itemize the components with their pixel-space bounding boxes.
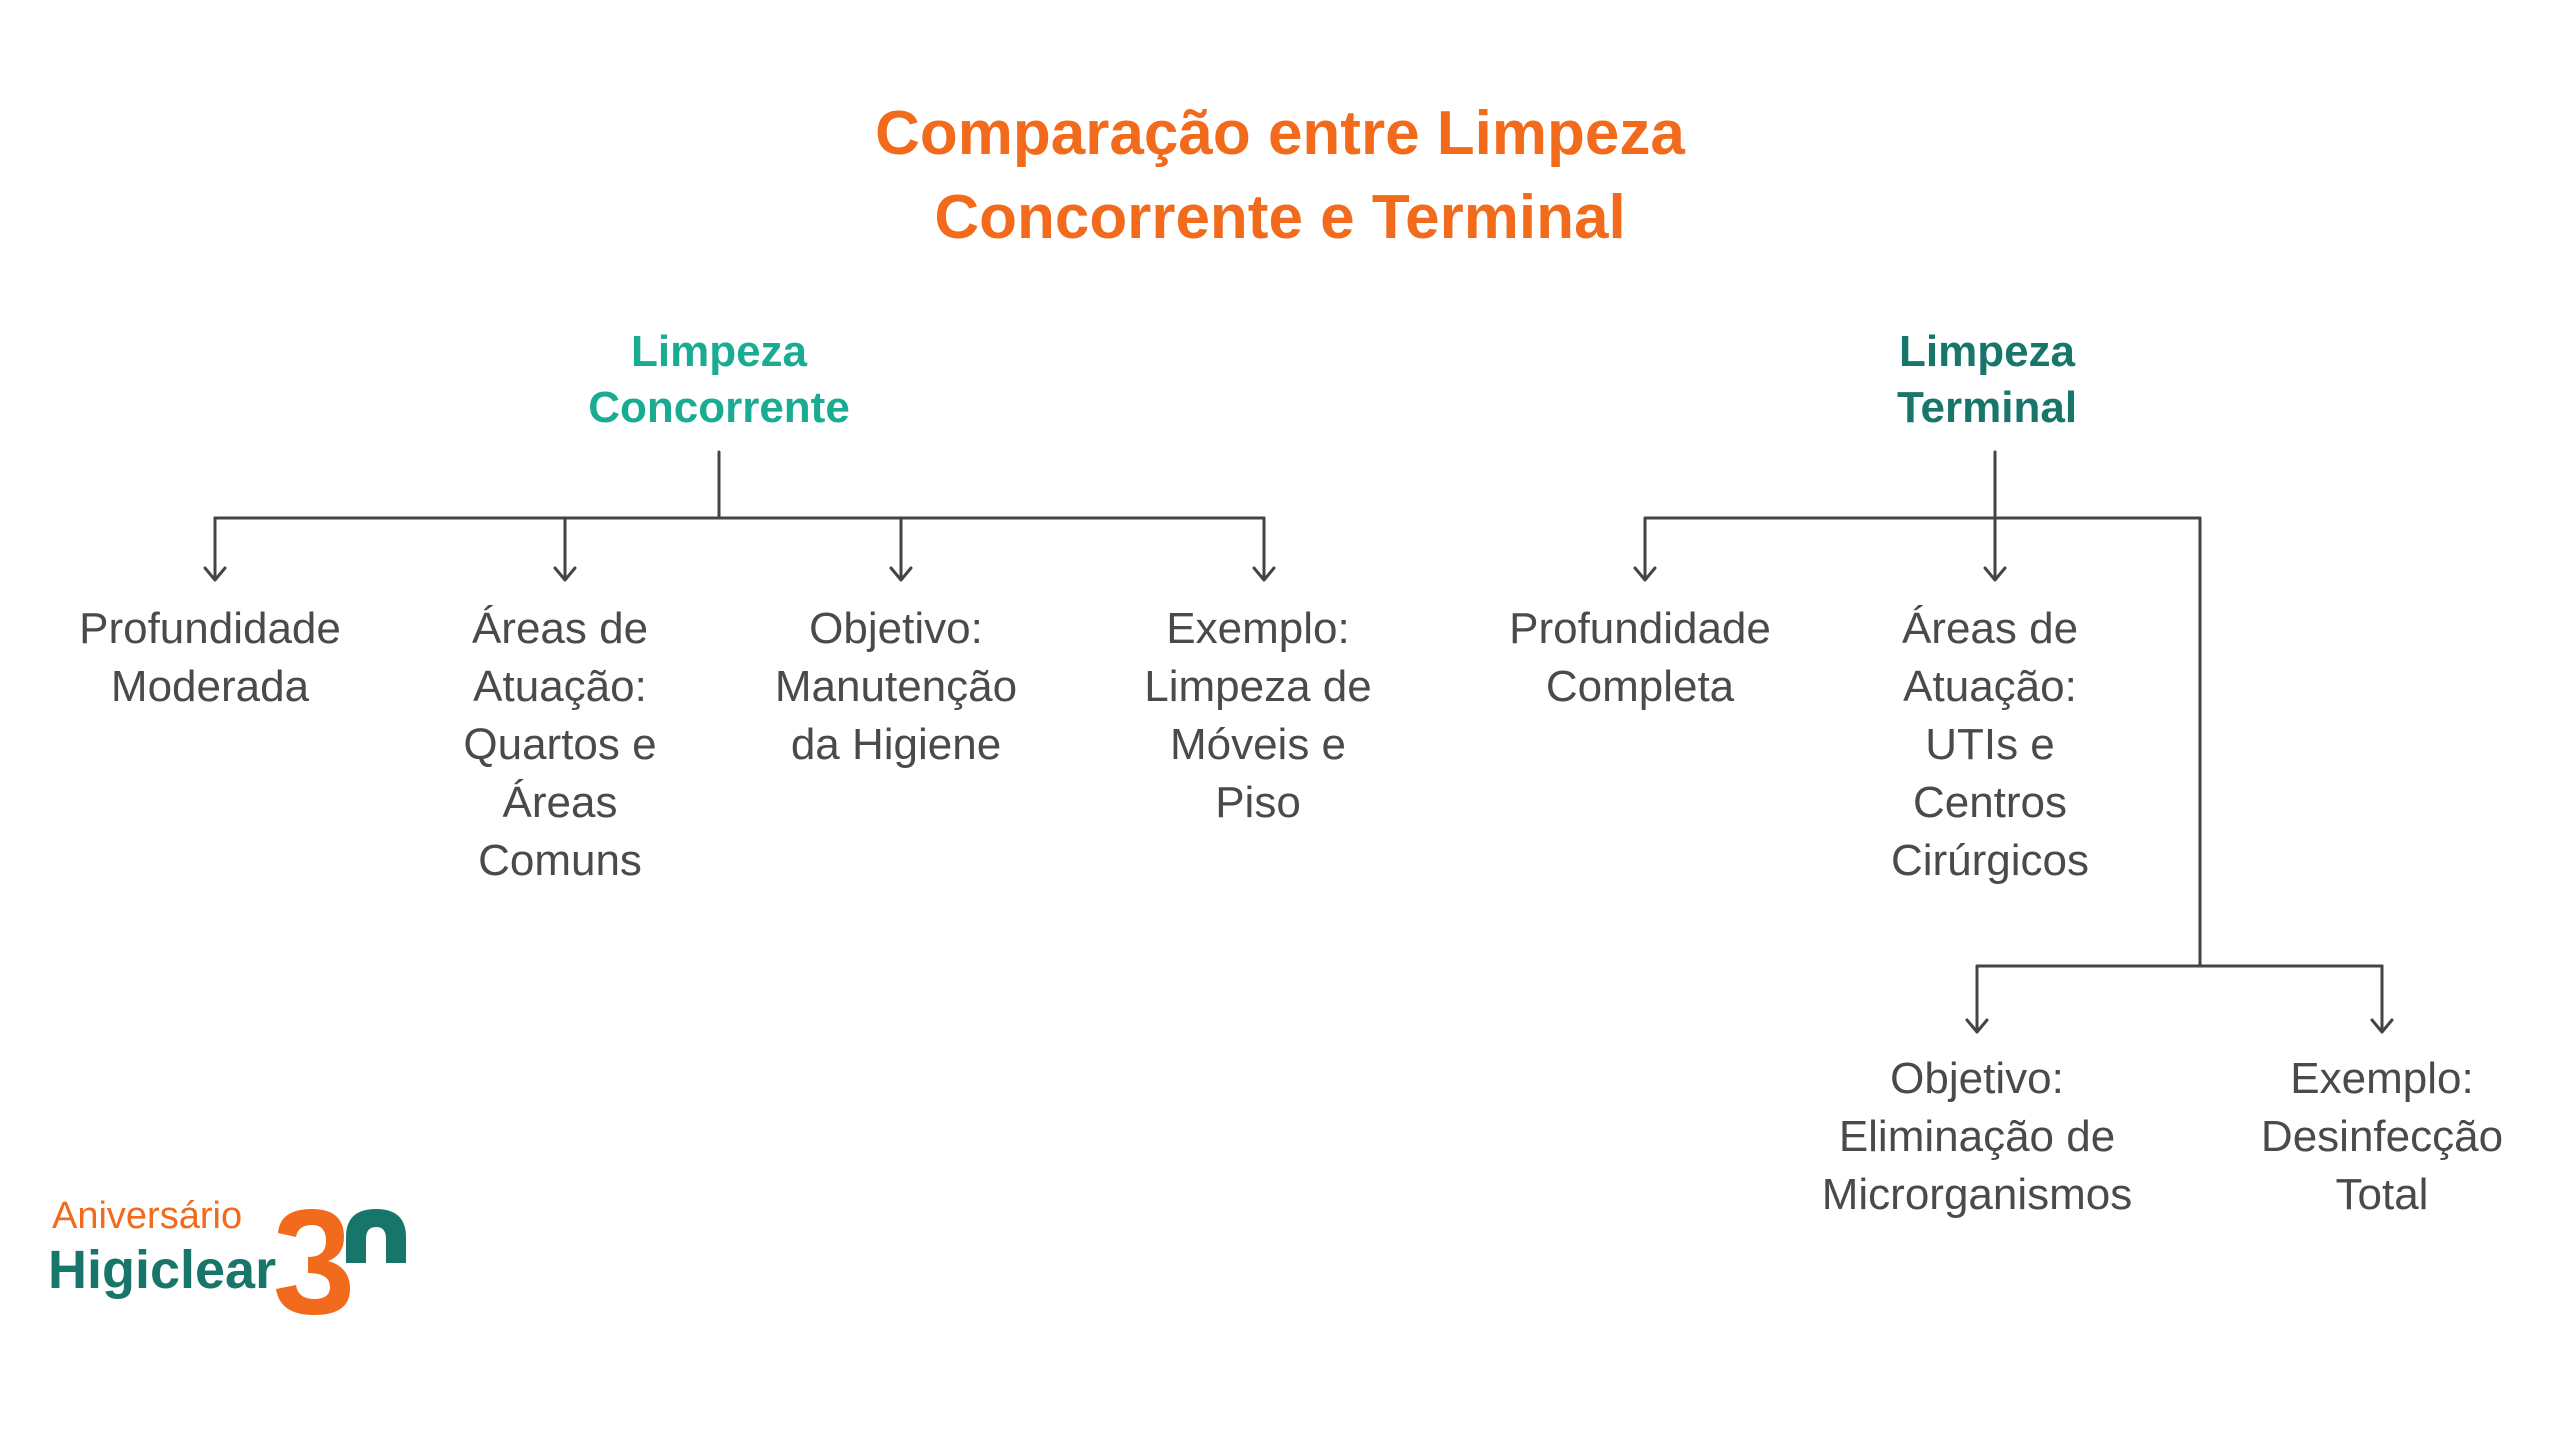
connector-concorrente-4 — [1252, 516, 1276, 582]
connector-concorrente-2 — [553, 516, 577, 582]
logo-0-shape — [346, 1209, 406, 1263]
node-line: Total — [2335, 1170, 2429, 1219]
connector-concorrente-3 — [889, 516, 913, 582]
node-line: Profundidade — [1509, 604, 1771, 653]
node-line: Móveis e — [1169, 720, 1347, 769]
node-concorrente-areas: Áreas de Atuação: Quartos e Áreas Comuns — [370, 600, 750, 890]
node-line: da Higiene — [790, 720, 1002, 769]
node-line: Profundidade — [79, 604, 341, 653]
node-line: Limpeza de — [1144, 662, 1372, 711]
node-line: Comuns — [478, 836, 642, 885]
node-line: Completa — [1545, 662, 1735, 711]
node-line: Objetivo: — [809, 604, 983, 653]
logo-3-shape — [276, 1209, 350, 1315]
logo-aniversario-text: Aniversário — [52, 1195, 243, 1237]
category-terminal-line-2: Terminal — [1896, 383, 2078, 432]
node-concorrente-profundidade: Profundidade Moderada — [20, 600, 400, 716]
node-line: Exemplo: — [2290, 1054, 2474, 1103]
category-concorrente-line-1: Limpeza — [630, 327, 808, 376]
higiclear-30-logo: Aniversário Higiclear — [48, 1195, 448, 1345]
connector-concorrente-1 — [203, 516, 227, 582]
logo-30-mark — [276, 1209, 406, 1315]
diagram-title-line-1: Comparação entre Limpeza — [875, 99, 1685, 168]
node-concorrente-exemplo: Exemplo: Limpeza de Móveis e Piso — [1068, 600, 1448, 832]
node-line: Centros — [1912, 778, 2068, 827]
node-line: UTIs e — [1925, 720, 2055, 769]
connector-terminal-4 — [2370, 964, 2394, 1034]
category-concorrente: Limpeza Concorrente — [469, 324, 969, 436]
node-terminal-exemplo: Exemplo: Desinfecção Total — [2192, 1050, 2560, 1224]
connector-terminal-2 — [1983, 516, 2007, 582]
category-concorrente-line-2: Concorrente — [588, 383, 850, 432]
node-line: Áreas de — [471, 604, 649, 653]
category-terminal: Limpeza Terminal — [1737, 324, 2237, 436]
node-line: Áreas — [502, 778, 618, 827]
node-line: Objetivo: — [1890, 1054, 2064, 1103]
node-terminal-profundidade: Profundidade Completa — [1450, 600, 1830, 716]
node-line: Piso — [1215, 778, 1301, 827]
node-line: Cirúrgicos — [1890, 836, 2090, 885]
node-line: Desinfecção — [2260, 1112, 2504, 1161]
node-line: Atuação: — [473, 662, 647, 711]
node-concorrente-objetivo: Objetivo: Manutenção da Higiene — [706, 600, 1086, 774]
connector-terminal-3 — [1965, 964, 1989, 1034]
node-line: Quartos e — [463, 720, 657, 769]
node-line: Moderada — [110, 662, 310, 711]
node-line: Eliminação de — [1838, 1112, 2116, 1161]
node-terminal-objetivo: Objetivo: Eliminação de Microrganismos — [1767, 1050, 2187, 1224]
node-line: Atuação: — [1903, 662, 2077, 711]
connector-terminal-1 — [1633, 516, 1657, 582]
node-line: Manutenção — [774, 662, 1018, 711]
logo-higiclear-text: Higiclear — [48, 1240, 277, 1300]
node-terminal-areas: Áreas de Atuação: UTIs e Centros Cirúrgi… — [1800, 600, 2180, 890]
node-line: Microrganismos — [1821, 1170, 2133, 1219]
node-line: Áreas de — [1901, 604, 2079, 653]
node-line: Exemplo: — [1166, 604, 1350, 653]
diagram-title-line-2: Concorrente e Terminal — [934, 183, 1626, 252]
category-terminal-line-1: Limpeza — [1898, 327, 2076, 376]
